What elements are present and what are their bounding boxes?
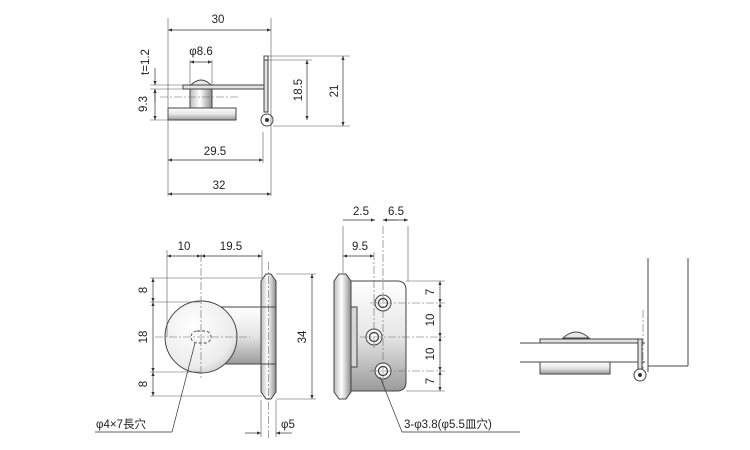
dim-pitch-top: 7: [425, 289, 437, 295]
dim-inner-width: 29.5: [204, 146, 226, 158]
dim-total-height: 34: [297, 330, 309, 343]
dim-pitch-bottom: 7: [425, 378, 437, 384]
side-base-disc: [167, 107, 237, 121]
dim-knuckle-diameter: φ5: [281, 419, 295, 431]
dim-height-mid: 18.5: [293, 79, 305, 101]
dim-pitch-mid1: 10: [425, 314, 437, 327]
plate-knuckle: [333, 273, 352, 400]
dim-height-small: 9.3: [138, 96, 150, 112]
dim-pin-diameter: φ8.6: [189, 46, 212, 58]
side-view: 30 φ8.6 t=1.2 9.3 18.5 21 29.5 32: [138, 14, 350, 196]
installed-view: [520, 258, 689, 382]
dim-overall-width: 30: [212, 14, 225, 26]
dim-pitch-mid2: 10: [425, 348, 437, 361]
installed-leaf: [539, 338, 639, 344]
dim-total-width: 32: [213, 180, 226, 192]
dim-plate-c: 9.5: [352, 241, 368, 253]
dim-offset-right: 19.5: [220, 241, 242, 253]
side-leaf-vertical: [263, 59, 269, 113]
dim-thickness: t=1.2: [140, 49, 152, 75]
side-leaf: [182, 84, 265, 90]
installed-pin-head: [561, 331, 591, 339]
dim-plate-a: 2.5: [353, 206, 369, 218]
dim-edge-top: 8: [138, 287, 150, 293]
dim-edge-bottom: 8: [138, 381, 150, 387]
dim-height-total: 21: [329, 85, 341, 98]
plate-view: 2.5 6.5 9.5 7 10 10 7 3-φ3.8(φ5.5皿穴): [333, 206, 520, 433]
dim-middle: 18: [138, 331, 150, 344]
note-holes: 3-φ3.8(φ5.5皿穴): [404, 417, 492, 431]
side-pin: [189, 87, 213, 109]
front-view: 10 19.5 8 18 8 34 φ5 φ4×7長穴: [95, 241, 316, 440]
dim-plate-b: 6.5: [388, 206, 404, 218]
plate-recess: [350, 306, 358, 368]
side-knuckle-center: [265, 118, 269, 122]
installed-base-disc: [539, 361, 611, 375]
installed-leaf-vertical: [637, 338, 643, 374]
dim-offset-left: 10: [178, 241, 191, 253]
note-slot: φ4×7長穴: [96, 417, 146, 431]
